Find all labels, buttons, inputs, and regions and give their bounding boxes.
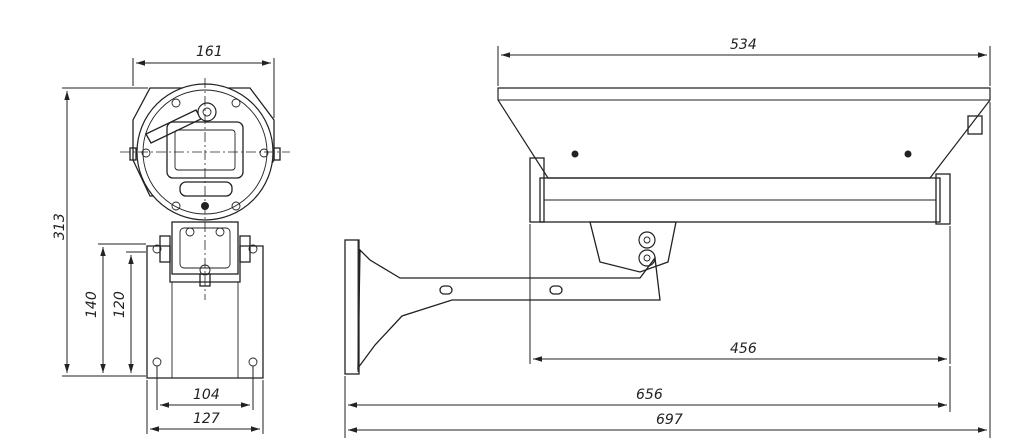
dimension-456: 456 [530,224,950,364]
dim-127-label: 127 [193,411,220,427]
dim-104-label: 104 [193,387,220,403]
dim-161-label: 161 [196,44,223,60]
dim-656-label: 656 [636,387,663,403]
dim-140-label: 140 [84,291,100,318]
dim-697-label: 697 [656,412,683,428]
side-view [345,88,990,374]
dim-534-label: 534 [730,37,757,53]
dim-456-label: 456 [730,341,757,357]
dim-313-label: 313 [52,213,68,240]
dim-120-label: 120 [112,291,128,318]
dimension-656: 656 [345,366,950,438]
dimension-534: 534 [498,37,990,86]
dimension-104: 104 [157,366,253,410]
front-view [120,78,290,378]
dimension-120: 120 [112,252,146,373]
